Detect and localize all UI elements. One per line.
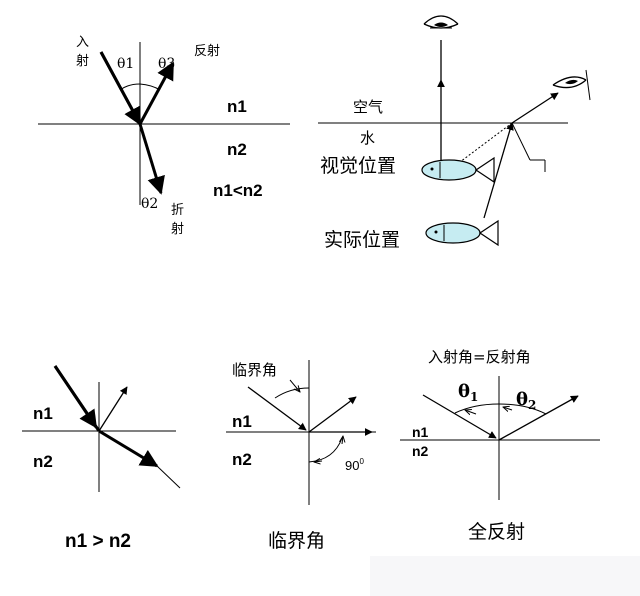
ninety-pointer — [314, 461, 323, 462]
theta1-arc — [454, 403, 500, 414]
ninety-pointer-top — [342, 436, 343, 445]
caption: 全反射 — [468, 521, 525, 543]
theta1-label: θ1 — [117, 56, 134, 72]
critical-angle-arc — [274, 387, 310, 399]
reflected-ray — [498, 395, 579, 441]
fish-panel: 空气 水 视觉位置 实际位置 — [318, 15, 591, 251]
refract-label-2: 射 — [171, 221, 184, 237]
reflected-ray — [98, 386, 128, 432]
reflect-label: 反射 — [194, 43, 220, 59]
incident-ray — [422, 394, 497, 439]
incident-ray-body — [99, 51, 142, 125]
n1-label: n1 — [412, 424, 429, 440]
normal-line — [511, 122, 531, 161]
theta1-arc — [119, 83, 141, 91]
incident-label-2: 射 — [76, 53, 89, 69]
refracted-ray — [138, 123, 165, 195]
incident-ray — [247, 386, 307, 431]
theta3-label: θ3 — [158, 56, 175, 72]
total-reflection-panel: 入射角=反射角 θ1 θ2 n1 n2 全反射 — [400, 348, 600, 543]
incident-ray-arrow — [53, 365, 98, 429]
relation-label: n1<n2 — [213, 181, 263, 200]
ninety-degree-label: 900 — [345, 457, 364, 473]
dense-to-rare-panel: n1 n2 n1 > n2 — [22, 365, 181, 552]
theta2-arc — [498, 403, 547, 415]
refracted-ray — [98, 429, 159, 468]
incident-label-1: 入 — [76, 35, 89, 50]
caption: 临界角 — [268, 530, 325, 552]
eye-icon — [423, 15, 459, 29]
n2-label: n2 — [232, 450, 252, 469]
refracted-ray-tail — [156, 465, 181, 489]
n1-label: n1 — [232, 412, 252, 431]
eye-icon-slanted — [552, 69, 591, 101]
refract-label-1: 折 — [171, 203, 184, 218]
reflected-ray — [308, 396, 357, 433]
apparent-ray-dotted — [459, 122, 513, 163]
equation-label: 入射角=反射角 — [428, 348, 531, 366]
caption: n1 > n2 — [65, 531, 131, 552]
ninety-arc — [308, 437, 343, 463]
theta2-pointer — [503, 407, 513, 410]
refracted-ray-air — [511, 92, 559, 124]
watermark-patch — [370, 556, 640, 596]
apparent-position-label: 视觉位置 — [320, 155, 396, 177]
refraction-panel: 入 射 θ1 θ3 反射 n1 n2 n1<n2 θ2 折 射 — [38, 35, 290, 237]
theta3-arc — [139, 83, 161, 91]
refracted-ray-water — [483, 122, 514, 219]
n1-label: n1 — [227, 97, 247, 116]
n2-label: n2 — [33, 452, 53, 471]
n1-label: n1 — [33, 404, 53, 423]
critical-angle-panel: 临界角 n1 n2 900 临界角 — [226, 360, 376, 552]
theta2-label: θ2 — [516, 389, 536, 412]
air-label: 空气 — [353, 98, 383, 116]
fish-icon-apparent — [421, 156, 495, 184]
theta1-pointer — [465, 410, 477, 414]
theta2-label: θ2 — [141, 196, 158, 212]
critical-angle-label: 临界角 — [232, 361, 277, 379]
n2-label: n2 — [412, 443, 429, 459]
water-label: 水 — [360, 129, 375, 147]
fish-icon-actual — [425, 219, 499, 247]
reflected-ray — [138, 61, 175, 125]
critical-pointer — [289, 379, 300, 392]
n2-label: n2 — [227, 140, 247, 159]
theta1-label: θ1 — [458, 381, 478, 404]
actual-position-label: 实际位置 — [324, 229, 400, 251]
